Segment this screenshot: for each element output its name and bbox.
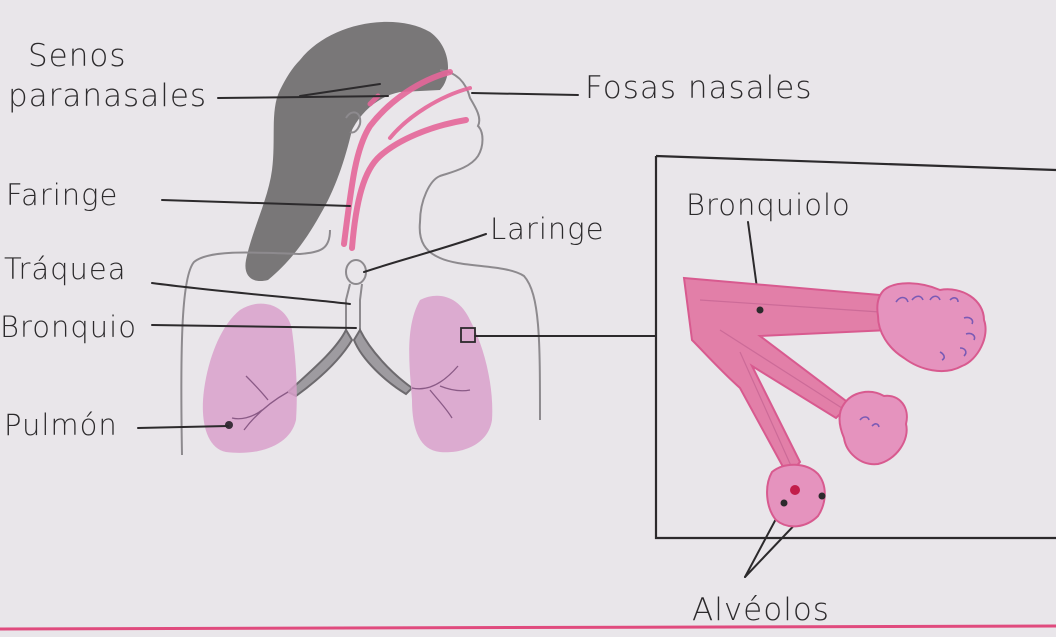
alveolar-sac-bottom	[767, 465, 825, 527]
label-faringe: Faringe	[6, 178, 118, 212]
label-alveolos: Alvéolos	[692, 592, 830, 628]
label-bronquio: Bronquio	[0, 310, 137, 344]
label-laringe: Laringe	[490, 212, 605, 246]
label-paranasales: paranasales	[8, 78, 207, 114]
label-bronquiolo: Bronquiolo	[686, 188, 851, 222]
label-traquea: Tráquea	[4, 252, 127, 286]
label-pulmon: Pulmón	[4, 408, 118, 442]
label-senos: Senos	[28, 38, 127, 74]
pulmon-point	[225, 421, 233, 429]
label-fosas-nasales: Fosas nasales	[585, 70, 812, 106]
bronquiolo-point	[757, 307, 764, 314]
